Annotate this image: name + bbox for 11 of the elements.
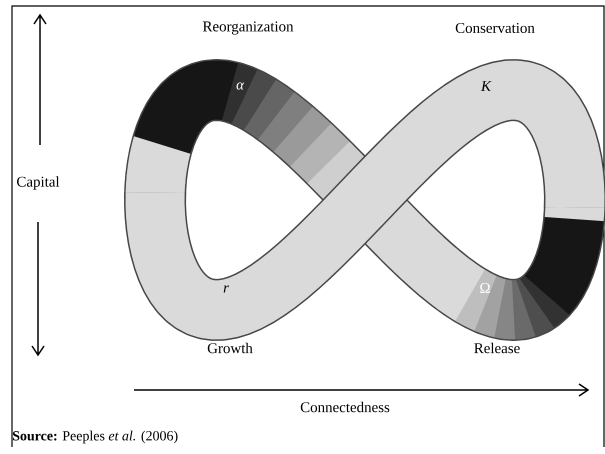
phase-label: Reorganization (202, 21, 294, 35)
phase-symbol: Ω (480, 283, 490, 293)
phase-symbol: α (236, 82, 244, 90)
phase-label: Release (474, 342, 520, 354)
axis-label: Capital (17, 176, 60, 190)
phase-symbol: r (224, 285, 229, 292)
phase-label: Conservation (456, 22, 535, 33)
phase-label: Growth (208, 342, 253, 354)
phase-symbol: K (480, 81, 492, 91)
source-caption: Source: Peeples et al. (2006) (12, 430, 178, 444)
axis-label: Connectedness (300, 402, 390, 412)
